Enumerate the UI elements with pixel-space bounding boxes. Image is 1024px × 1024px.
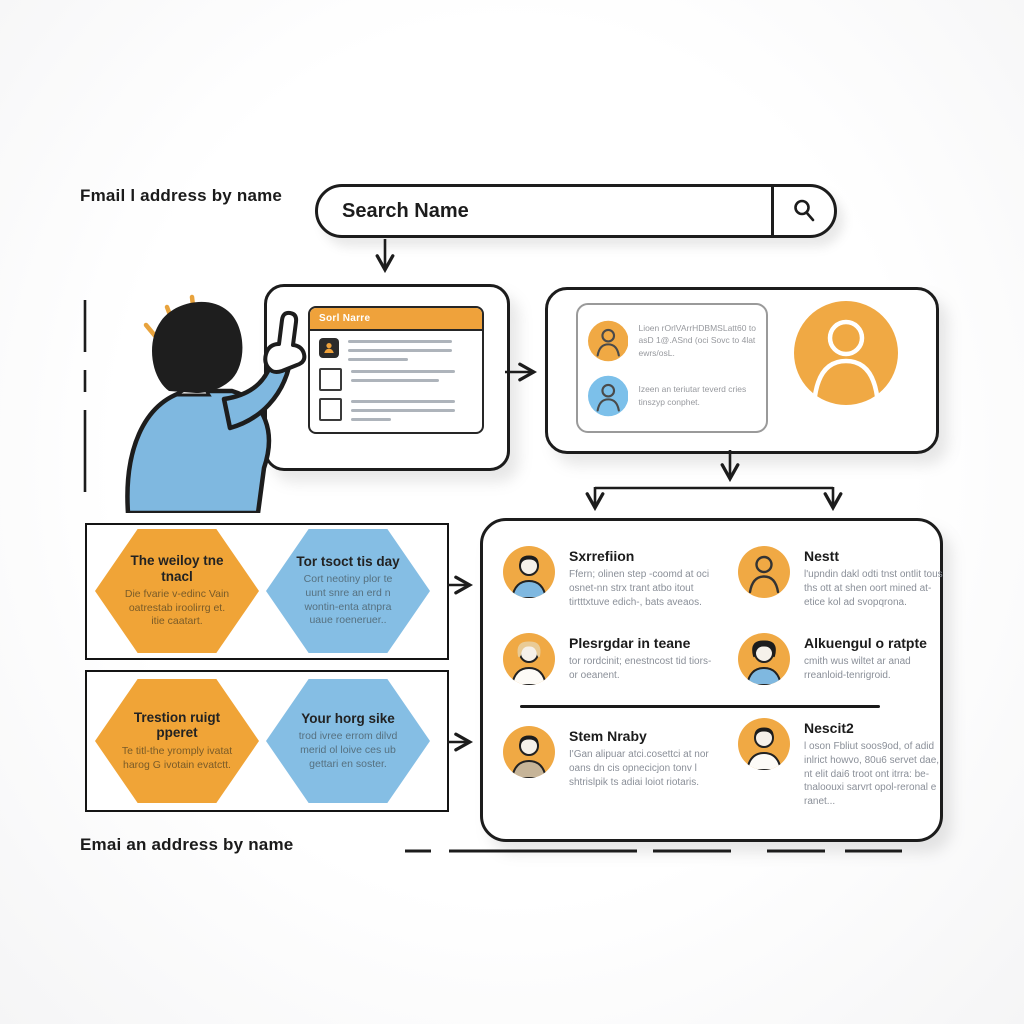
note-item: Lioen rOrlVArrHDBMSLatt60 to asD 1@.ASnd… [588,320,756,362]
person-description: Ffern; olinen step -coomd at oci osnet-n… [569,569,710,608]
hexagon-body: trod ivree errom dilvd merid ol loive ce… [298,730,398,770]
hexagon-title: Trestion ruigt pperet [133,709,221,741]
people-directory-card: Sxrrefiion Ffern; olinen step -coomd at … [480,518,943,842]
person-name: Plesrgdar in teane [569,635,691,651]
hexagon-group-1: The weiloy tne tnacl Die fvarie v-edinc … [85,523,449,660]
hexagon-tile[interactable]: Your horg sike trod ivree errom dilvd me… [266,679,430,803]
person-avatar-icon [503,633,555,685]
person-icon [588,375,629,416]
person-description: cmith wus wiltet ar anad rreanloid-tenri… [804,656,911,681]
profile-notes-panel: Lioen rOrlVArrHDBMSLatt60 to asD 1@.ASnd… [576,303,768,433]
hexagon-title: The weiloy tne tnacl [130,553,224,584]
person-entry[interactable]: Alkuengul o ratpte cmith wus wiltet ar a… [738,633,948,685]
placeholder-text-lines [351,398,455,421]
note-text: Izeen an teriutar teverd cries tinszyp c… [638,384,747,407]
person-name: Stem Nraby [569,728,647,744]
hexagon-body: Cort neotiny plor te uunt snre an erd n … [303,573,393,627]
page-title: Fmail l address by name [80,186,283,205]
hexagon-title: Tor tsoct tis day [296,553,400,569]
person-entry[interactable]: Nescit2 l oson Fbliut soos9od, of adid i… [738,718,948,809]
person-avatar-icon [319,338,339,358]
person-name: Nestt [804,548,840,564]
search-result-card: Sorl Narre [264,284,510,471]
person-name: Alkuengul o ratpte [804,635,927,651]
result-row[interactable] [319,368,473,391]
person-avatar-icon [738,633,790,685]
search-bar[interactable]: Search Name [315,184,837,238]
browser-window: Sorl Narre [308,306,484,434]
placeholder-text-lines [348,338,452,361]
hexagon-tile[interactable]: The weiloy tne tnacl Die fvarie v-edinc … [95,529,259,653]
section-divider [520,705,880,708]
person-name: Sxrrefiion [569,548,635,564]
profile-summary-card: Lioen rOrlVArrHDBMSLatt60 to asD 1@.ASnd… [545,287,939,454]
result-row[interactable] [319,398,473,421]
person-avatar-icon [503,726,555,778]
note-text: Lioen rOrlVArrHDBMSLatt60 to asD 1@.ASnd… [638,323,756,358]
checkbox-icon[interactable] [319,398,342,421]
person-description: I'Gan alipuar atci.cosettci at nor oans … [569,749,709,788]
person-description: l oson Fbliut soos9od, of adid inlrict h… [804,741,940,808]
checkbox-icon[interactable] [319,368,342,391]
result-row[interactable] [319,338,473,361]
hexagon-body: Die fvarie v-edinc Vain oatrestab irooli… [124,588,230,628]
person-avatar-icon [738,718,790,770]
note-item: Izeen an teriutar teverd cries tinszyp c… [588,375,756,417]
person-entry[interactable]: Stem Nraby I'Gan alipuar atci.cosettci a… [503,726,713,789]
person-name: Nescit2 [804,720,854,736]
person-entry[interactable]: Sxrrefiion Ffern; olinen step -coomd at … [503,546,713,609]
hexagon-title: Your horg sike [301,710,395,726]
hexagon-tile[interactable]: Tor tsoct tis day Cort neotiny plor te u… [266,529,430,653]
person-avatar-icon [503,546,555,598]
person-entry[interactable]: Nestt l'upndin dakl odti tnst ontlit tou… [738,546,948,609]
hexagon-body: Te titl-the yromply ivatat harog G ivota… [121,744,233,771]
footer-title: Emai an address by name [80,835,294,854]
hexagon-group-2: Trestion ruigt pperet Te titl-the yrompl… [85,670,449,812]
search-icon [794,199,815,222]
person-icon [588,320,629,361]
placeholder-text-lines [351,368,455,382]
search-input[interactable]: Search Name [342,199,469,222]
person-avatar-icon [738,546,790,598]
person-description: l'upndin dakl odti tnst ontlit tous ths … [804,569,943,608]
pointing-person-illustration [125,294,307,513]
search-button[interactable] [771,187,834,235]
browser-window-titlebar: Sorl Narre [310,308,482,331]
person-entry[interactable]: Plesrgdar in teane tor rordcinit; enestn… [503,633,713,685]
hexagon-tile[interactable]: Trestion ruigt pperet Te titl-the yrompl… [95,679,259,803]
profile-avatar-icon [794,301,898,405]
person-description: tor rordcinit; enestncost tid tiors-or o… [569,656,712,681]
